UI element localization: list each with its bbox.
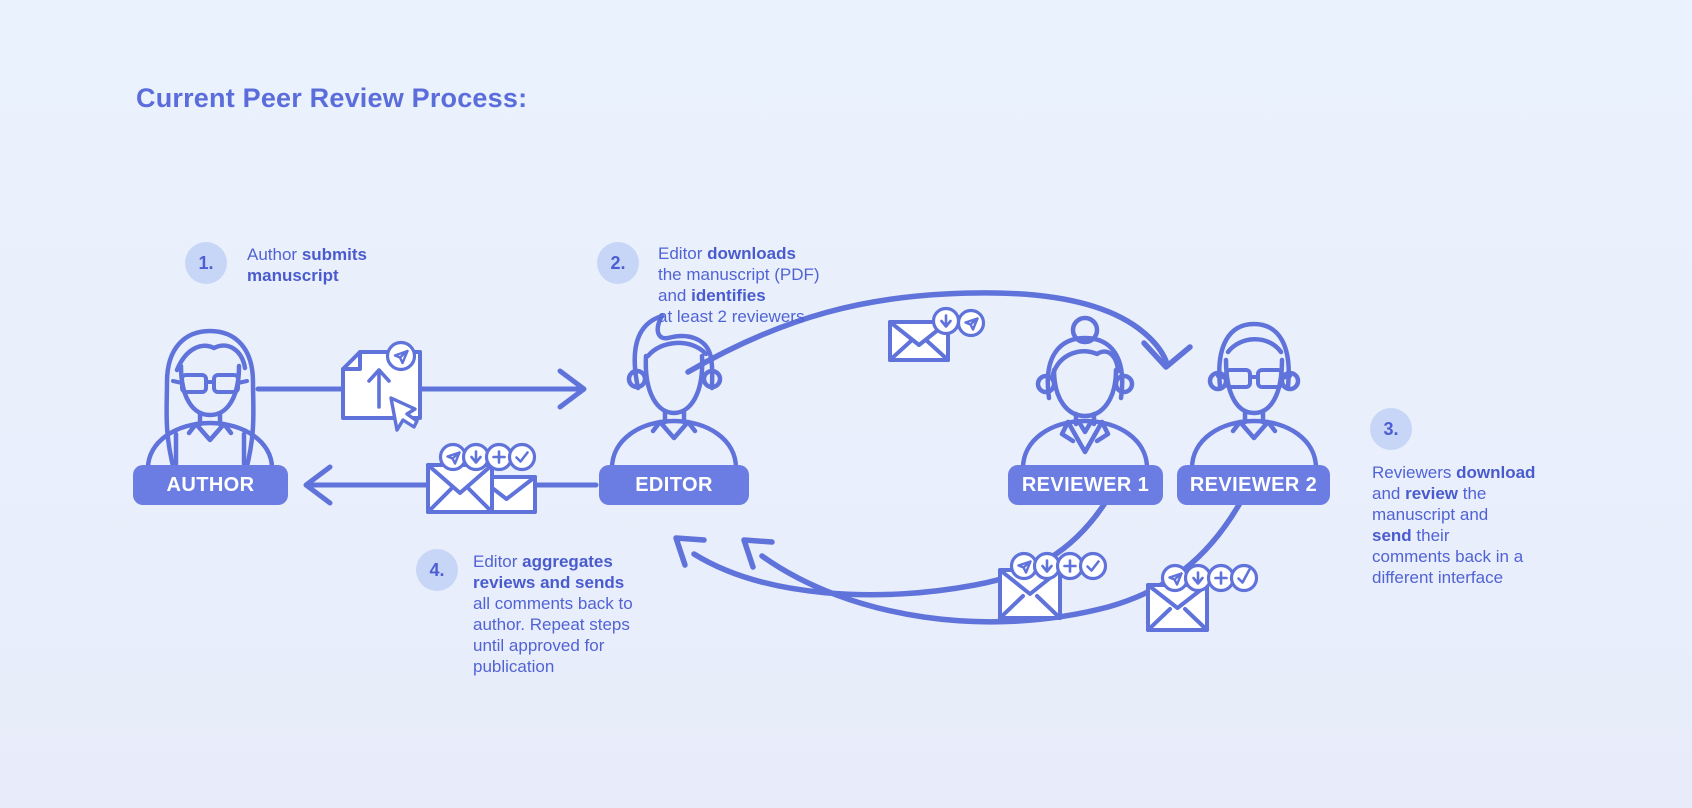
send-badge-icon — [438, 442, 468, 472]
reviewer1-label-text: REVIEWER 1 — [1021, 473, 1150, 496]
glasses-icon — [1216, 368, 1292, 389]
step-1-number: 1. — [198, 252, 214, 273]
plus-badge-icon — [484, 442, 514, 472]
reviewer1-figure — [1020, 315, 1150, 471]
editor-to-reviewers-arrow — [685, 290, 1193, 375]
author-label: AUTHOR — [133, 465, 288, 505]
reviews-mail-icon — [426, 463, 537, 514]
step-1-badge: 1. — [185, 242, 227, 284]
upload-arrow-icon — [367, 368, 391, 409]
download-badge-icon — [1032, 551, 1062, 581]
editor-label-text: EDITOR — [635, 473, 713, 496]
reviewer2-label: REVIEWER 2 — [1177, 465, 1330, 505]
author-label-text: AUTHOR — [166, 473, 255, 496]
send-badge-icon — [385, 340, 417, 372]
reviewer1-label: REVIEWER 1 — [1008, 465, 1163, 505]
plus-badge-icon — [1055, 551, 1085, 581]
send-badge-icon — [1160, 563, 1190, 593]
check-badge-icon — [1229, 563, 1259, 593]
download-badge-icon — [461, 442, 491, 472]
step-2-number: 2. — [610, 252, 626, 273]
check-badge-icon — [507, 442, 537, 472]
download-badge-icon — [1183, 563, 1213, 593]
reviewer2-label-text: REVIEWER 2 — [1189, 473, 1318, 496]
step-4-number: 4. — [429, 559, 445, 580]
cursor-icon — [389, 396, 419, 432]
plus-badge-icon — [1206, 563, 1236, 593]
page-title: Current Peer Review Process: — [136, 83, 528, 113]
check-badge-icon — [1078, 551, 1108, 581]
editor-label: EDITOR — [599, 465, 749, 505]
step-4-badge: 4. — [416, 549, 458, 591]
send-badge-icon — [956, 308, 986, 338]
reviewer1-return-arrow — [673, 500, 1108, 598]
reviewer2-figure — [1189, 321, 1319, 471]
send-badge-icon — [1009, 551, 1039, 581]
step-3-badge: 3. — [1370, 408, 1412, 450]
glasses-icon — [171, 373, 249, 394]
editor-figure — [609, 313, 739, 471]
download-badge-icon — [931, 306, 961, 336]
step-2-badge: 2. — [597, 242, 639, 284]
author-figure — [145, 328, 275, 480]
step-3-number: 3. — [1383, 418, 1399, 439]
reviewer2-return-arrow — [741, 500, 1243, 625]
